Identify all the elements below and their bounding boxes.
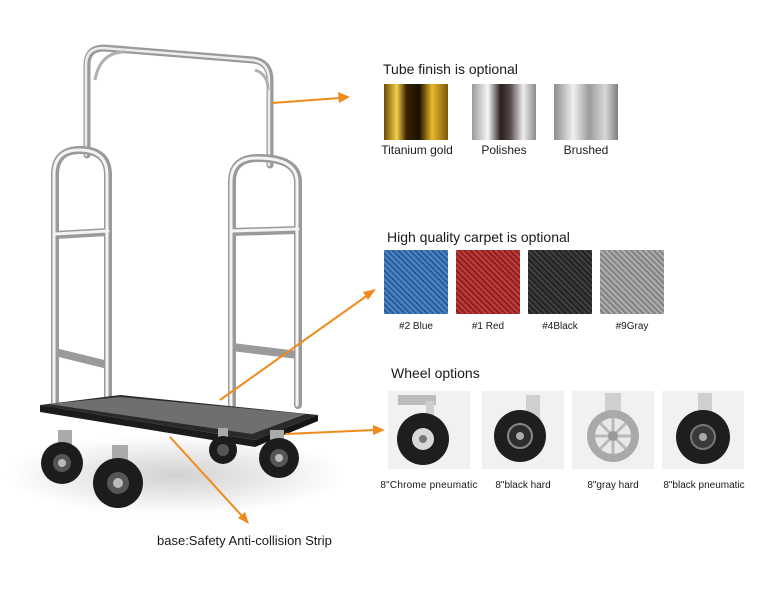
wheel-chrome-pneumatic-image	[388, 391, 470, 469]
wheel-front-left	[93, 445, 143, 508]
wheel-rear-left	[41, 430, 83, 484]
titanium-gold-label: Titanium gold	[381, 143, 453, 157]
carpet-black-swatch	[528, 250, 592, 314]
wheel-black-pneumatic-image	[662, 391, 744, 469]
carpet-blue-swatch	[384, 250, 448, 314]
carpet-black-label: #4Black	[542, 321, 578, 332]
wheel-chrome-pneumatic-label: 8"Chrome pneumatic	[380, 480, 478, 491]
polishes-label: Polishes	[481, 143, 527, 157]
carpet-gray-label: #9Gray	[615, 321, 649, 332]
wheel-front-right	[259, 430, 299, 478]
wheel-gray-hard-image	[572, 391, 654, 469]
brushed-swatch	[554, 84, 618, 140]
tube-finish-title: Tube finish is optional	[383, 61, 518, 77]
wheel-black-hard-image	[482, 391, 564, 469]
wheel-rear-right	[209, 428, 237, 464]
base-caption: base:Safety Anti-collision Strip	[157, 533, 332, 548]
carpet-blue-label: #2 Blue	[399, 321, 433, 332]
brushed-label: Brushed	[563, 143, 609, 157]
wheel-options-title: Wheel options	[391, 365, 480, 381]
carpet-red-label: #1 Red	[471, 321, 505, 332]
carpet-title: High quality carpet is optional	[387, 229, 570, 245]
titanium-gold-swatch	[384, 84, 448, 140]
carpet-gray-swatch	[600, 250, 664, 314]
polishes-swatch	[472, 84, 536, 140]
wheel-black-hard-label: 8"black hard	[495, 480, 551, 491]
carpet-red-swatch	[456, 250, 520, 314]
wheel-black-pneumatic-label: 8"black pneumatic	[663, 480, 745, 491]
wheel-gray-hard-label: 8"gray hard	[587, 480, 639, 491]
